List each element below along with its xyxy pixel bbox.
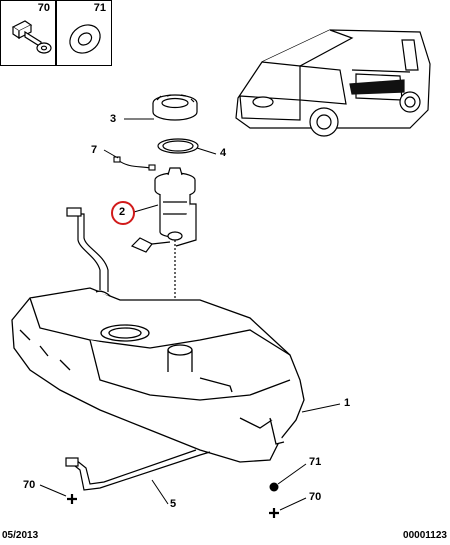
footer-reference: 00001123	[403, 530, 447, 541]
washer-symbol-71	[269, 482, 279, 492]
fuel-tank-part-1	[11, 287, 305, 463]
filler-pipe	[66, 207, 109, 292]
washer-icon	[69, 24, 101, 54]
inset-washer-number: 71	[93, 2, 106, 14]
callout-2[interactable]: 2	[119, 206, 126, 218]
seal-part-4	[157, 138, 199, 154]
callout-3[interactable]: 3	[110, 113, 117, 125]
strap-part-5	[65, 449, 211, 491]
inset-washer: 71	[56, 0, 112, 66]
fuel-pump-module-part-2	[130, 167, 197, 305]
vehicle-illustration	[235, 29, 431, 137]
bolt-icon	[11, 20, 52, 54]
callout-5[interactable]: 5	[170, 498, 177, 510]
bolt-symbol-70b	[269, 508, 279, 518]
inset-bolt-number: 70	[37, 2, 50, 14]
lock-ring-part-3	[152, 94, 198, 121]
callout-7[interactable]: 7	[91, 144, 98, 156]
callout-4[interactable]: 4	[220, 147, 227, 159]
inset-bolt: 70	[0, 0, 56, 66]
callout-71[interactable]: 71	[309, 456, 322, 468]
highlight-ring	[111, 201, 135, 225]
callout-1[interactable]: 1	[344, 397, 351, 409]
callout-70-right[interactable]: 70	[309, 491, 322, 503]
callout-70-left[interactable]: 70	[23, 479, 36, 491]
sensor-wire-part-7	[113, 156, 156, 171]
bolt-symbol-70a	[67, 494, 77, 504]
footer-date: 05/2013	[2, 530, 39, 541]
leader-lines	[39, 118, 341, 511]
